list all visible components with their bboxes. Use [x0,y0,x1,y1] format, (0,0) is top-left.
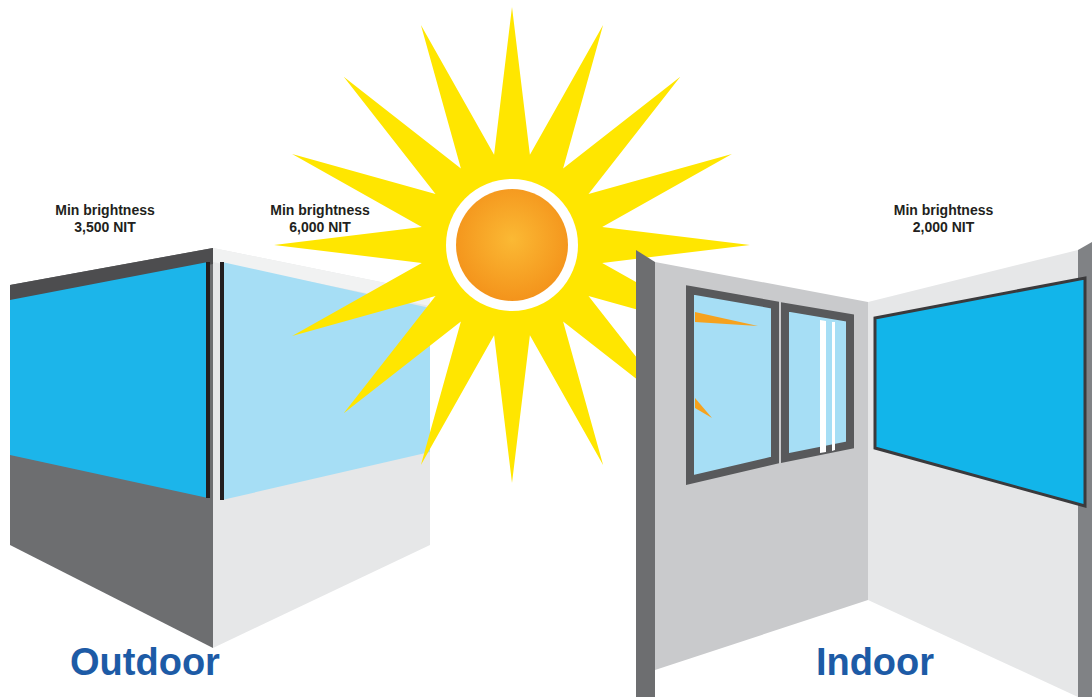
sun-ring [446,179,578,311]
brightness-label: Min brightness 2,000 NIT [884,202,1004,236]
room-left-post [636,250,655,697]
screen-face [875,278,1085,506]
display-screen: Min brightness 6,000 NIT [220,262,432,500]
building-right-face [213,248,430,648]
sun-beam [695,312,758,326]
brightness-label: Min brightness 6,000 NIT [260,202,380,236]
screen-outline [10,262,210,500]
window-pane [785,307,850,458]
screen-outline [872,276,1087,508]
screen-bezel [220,262,224,500]
screen-bezel [206,262,210,498]
screen-face [10,262,208,498]
window-glare [820,320,826,453]
display-screen: Min brightness 3,500 NIT [10,262,210,500]
location-label: Indoor [755,640,995,684]
room-left-wall [655,262,868,670]
brightness-label: Min brightness 3,500 NIT [45,202,165,236]
location-label: Outdoor [25,640,265,684]
screen-face [222,262,430,500]
building-left-face [10,248,213,648]
screen-outline [220,262,432,500]
sun-beam [695,398,712,418]
window-glare [832,322,835,451]
window-pane [690,290,775,480]
display-screen: Min brightness 2,000 NIT [872,276,1087,508]
sun-disc [456,189,568,301]
